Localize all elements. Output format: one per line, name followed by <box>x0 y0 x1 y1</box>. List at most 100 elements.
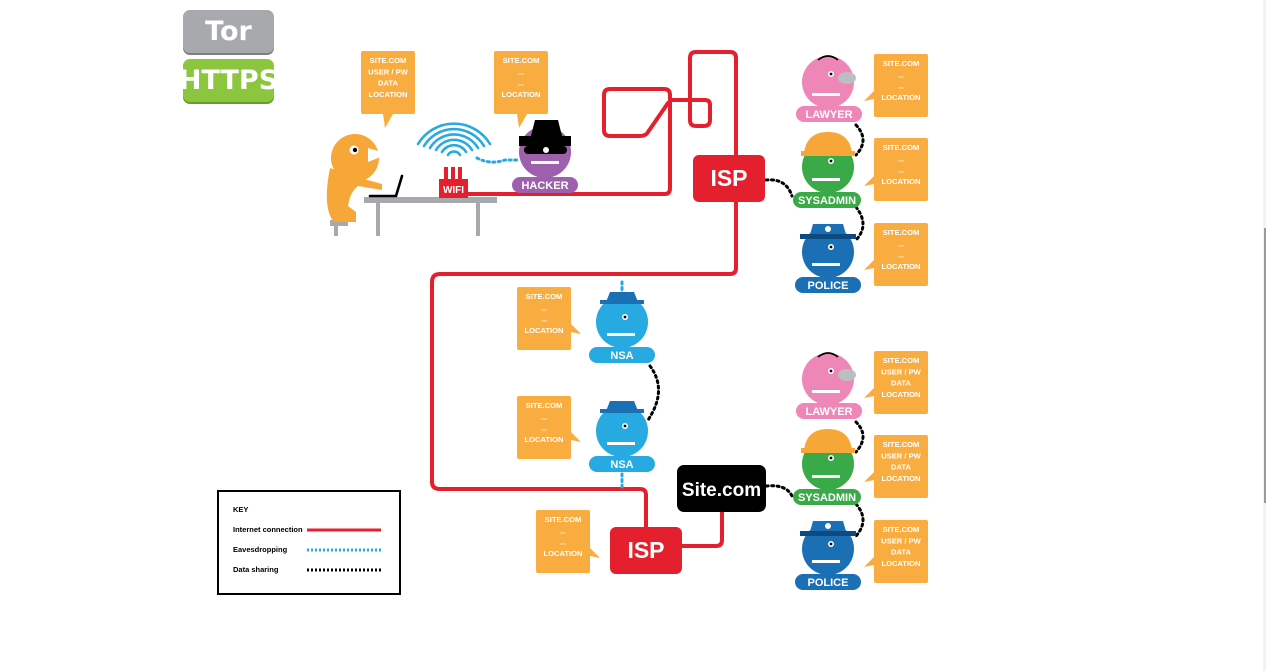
user-bubble-line-2: DATA <box>378 79 398 88</box>
nsa-top-bubble-line-1: ... <box>541 303 547 312</box>
nsa-top-bubble-line-3: LOCATION <box>524 326 563 335</box>
isp-bottom-bubble: SITE.COM......LOCATION <box>536 510 600 573</box>
nsa-bottom-bubble-line-3: LOCATION <box>524 435 563 444</box>
tor-toggle-button[interactable]: Tor <box>183 10 274 53</box>
police-top-bubble: SITE.COM...... LOCATION <box>864 223 928 286</box>
hacker-bubble-line-3: LOCATION <box>501 90 540 99</box>
wifi-label: WIFI <box>443 185 464 196</box>
user-bubble-line-1: USER / PW <box>368 67 408 76</box>
sysadmin-top-label: SYSADMIN <box>798 195 856 207</box>
user-bubble-line-3: LOCATION <box>368 90 407 99</box>
isp-to-site-line <box>678 510 724 548</box>
nsa-bottom-bubble-line-0: SITE.COM <box>526 401 563 410</box>
desk-leg-right <box>476 203 480 236</box>
user-bubble-line-0: SITE.COM <box>370 56 407 65</box>
user-at-desk <box>326 134 497 236</box>
nsa-top-bubble: SITE.COM...... LOCATION <box>517 287 581 350</box>
nsa-bottom-bubble-line-1: ... <box>541 412 547 421</box>
hacker-label: HACKER <box>521 180 568 192</box>
sysadmin-bottom-bubble-line-2: DATA <box>891 463 911 472</box>
sysadmin-top-bubble-line-3: LOCATION <box>881 177 920 186</box>
police-bottom-bubble-line-3: LOCATION <box>881 559 920 568</box>
lawyer-sysadmin-share-top <box>854 123 865 157</box>
nsa-nsa-share <box>646 364 660 422</box>
sysadmin-bottom-bubble: SITE.COM USER / PW DATA LOCATION <box>864 435 928 498</box>
isp-bottom-bubble-line-0: SITE.COM <box>545 515 582 524</box>
police-top-figure: POLICE <box>795 224 861 293</box>
sysadmin-top-figure: SYSADMIN <box>793 132 861 208</box>
hacker-figure: HACKER <box>512 120 578 193</box>
chair-seat <box>330 220 348 226</box>
nsa-top-figure: NSA <box>589 292 655 363</box>
vertical-scrollbar-thumb[interactable] <box>1264 228 1266 503</box>
legend-sharing-label: Data sharing <box>233 565 279 574</box>
police-top-bubble-line-2: ... <box>898 251 904 260</box>
nsa-top-bubble-line-2: ... <box>541 315 547 324</box>
police-top-bubble-line-0: SITE.COM <box>883 228 920 237</box>
sysadmin-top-bubble-line-1: ... <box>898 154 904 163</box>
sysadmin-police-share-bottom <box>854 502 865 538</box>
sysadmin-bottom-bubble-line-3: LOCATION <box>881 474 920 483</box>
sysadmin-bottom-label: SYSADMIN <box>798 492 856 504</box>
police-bottom-label: POLICE <box>808 577 849 589</box>
police-bottom-figure: POLICE <box>795 521 861 590</box>
isp-bottom-bubble-line-2: ... <box>560 538 566 547</box>
hacker-bubble-line-1: ... <box>518 67 524 76</box>
lawyer-bottom-label: LAWYER <box>805 406 852 418</box>
lawyer-top-bubble-line-3: LOCATION <box>881 93 920 102</box>
legend-title: KEY <box>233 505 248 514</box>
hacker-bubble-line-0: SITE.COM <box>503 56 540 65</box>
hacker-eavesdrop-line <box>475 156 520 164</box>
police-top-label: POLICE <box>808 280 849 292</box>
lawyer-bottom-bubble-line-2: DATA <box>891 379 911 388</box>
nsa-bottom-bubble-line-2: ... <box>541 424 547 433</box>
isp-to-isp-line <box>430 196 738 532</box>
data-sharing-lines <box>646 123 865 538</box>
wifi-to-isp-line <box>453 98 672 196</box>
police-bottom-bubble-line-0: SITE.COM <box>883 525 920 534</box>
nsa-bottom-label: NSA <box>610 459 633 471</box>
legend-eavesdrop-label: Eavesdropping <box>233 545 288 554</box>
user-bubble: SITE.COM USER / PW DATA LOCATION <box>361 51 415 128</box>
isp-top-label: ISP <box>710 165 747 191</box>
isp-bottom-box: ISP <box>610 527 682 574</box>
lawyer-bottom-bubble-line-1: USER / PW <box>881 367 921 376</box>
isp-top-box: ISP <box>693 155 765 202</box>
lawyer-top-bubble-line-0: SITE.COM <box>883 59 920 68</box>
sysadmin-police-share-top <box>854 205 865 242</box>
chair-leg <box>334 226 338 236</box>
lawyer-sysadmin-share-bottom <box>854 420 865 454</box>
https-toggle-button[interactable]: HTTPS <box>179 59 278 102</box>
sysadmin-bottom-bubble-line-1: USER / PW <box>881 451 921 460</box>
police-bottom-bubble-line-2: DATA <box>891 548 911 557</box>
nsa-top-label: NSA <box>610 350 633 362</box>
lawyer-top-bubble: SITE.COM......LOCATION <box>864 54 928 117</box>
police-top-bubble-line-3: LOCATION <box>881 262 920 271</box>
sysadmin-bottom-figure: SYSADMIN <box>793 429 861 505</box>
lawyer-top-figure: LAWYER <box>796 55 862 122</box>
sysadmin-bottom-bubble-line-0: SITE.COM <box>883 440 920 449</box>
wifi-router-icon: WIFI <box>416 122 492 198</box>
isp-bottom-label: ISP <box>627 537 664 563</box>
sysadmin-top-bubble: SITE.COM......LOCATION <box>864 138 928 201</box>
sysadmin-top-bubble-line-2: ... <box>898 166 904 175</box>
desk-leg-left <box>376 203 380 236</box>
lawyer-bottom-bubble-line-0: SITE.COM <box>883 356 920 365</box>
laptop-icon <box>368 174 404 198</box>
site-to-sysadmin-share <box>764 484 794 498</box>
police-top-bubble-line-1: ... <box>898 239 904 248</box>
nsa-top-bubble-line-0: SITE.COM <box>526 292 563 301</box>
lawyer-top-bubble-line-2: ... <box>898 82 904 91</box>
legend-key: KEY Internet connection Eavesdropping Da… <box>217 490 401 595</box>
internet-connection-lines <box>430 50 738 548</box>
hacker-bubble: SITE.COM......LOCATION <box>494 51 548 128</box>
isp-upstream-curl <box>602 87 672 138</box>
user-head <box>331 134 388 182</box>
nsa-bottom-figure: NSA <box>589 401 655 472</box>
user-body <box>326 168 382 222</box>
legend-internet-label: Internet connection <box>233 525 303 534</box>
